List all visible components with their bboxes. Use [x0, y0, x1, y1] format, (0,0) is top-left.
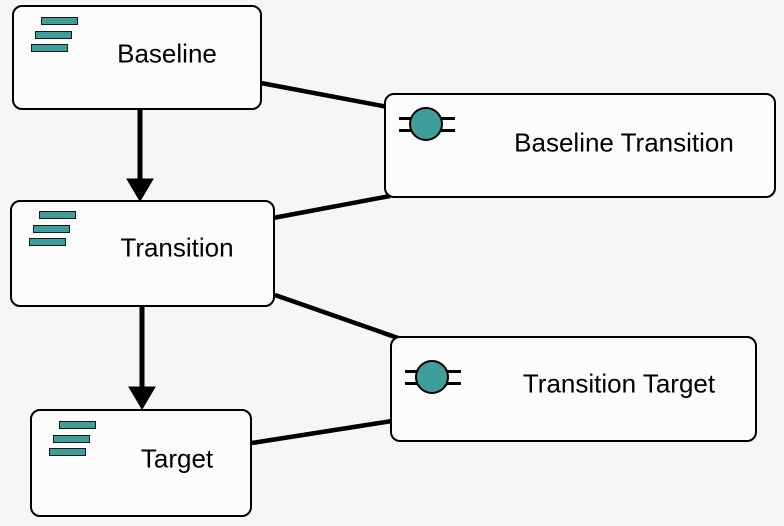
node-transition[interactable]: Transition [10, 200, 275, 307]
bar [29, 238, 66, 246]
node-transition-label: Transition [120, 232, 234, 263]
bar [35, 31, 72, 39]
bar [59, 421, 96, 429]
node-baseline-label: Baseline [117, 38, 217, 69]
node-target-label: Target [140, 443, 214, 474]
node-transition-target-label: Transition Target [522, 368, 716, 399]
bar [53, 435, 90, 443]
node-baseline-transition-label: Baseline Transition [514, 127, 734, 158]
stacked-bars-icon [29, 16, 91, 56]
node-target[interactable]: Target [30, 409, 252, 517]
icon-circle [409, 107, 443, 141]
icon-circle [415, 360, 449, 394]
edge-baseline-to-baseline-transition [260, 80, 389, 110]
node-transition-target[interactable]: Transition Target [390, 336, 757, 442]
lined-circle-icon [405, 359, 461, 395]
edge-transition-to-baseline-transition [272, 193, 391, 221]
node-baseline-transition[interactable]: Baseline Transition [384, 93, 776, 198]
arrowhead-transition-to-target [128, 386, 156, 410]
bar [33, 225, 70, 233]
bar [49, 448, 86, 456]
bar [31, 44, 68, 52]
node-baseline[interactable]: Baseline [12, 5, 262, 110]
bar [39, 211, 76, 219]
stacked-bars-icon [47, 420, 109, 460]
stacked-bars-icon [27, 210, 89, 250]
arrowhead-baseline-to-transition [126, 178, 154, 202]
lined-circle-icon [399, 106, 455, 142]
edge-transition-to-transition-target [274, 292, 399, 341]
bar [41, 17, 78, 25]
edge-target-to-transition-target [251, 418, 393, 446]
